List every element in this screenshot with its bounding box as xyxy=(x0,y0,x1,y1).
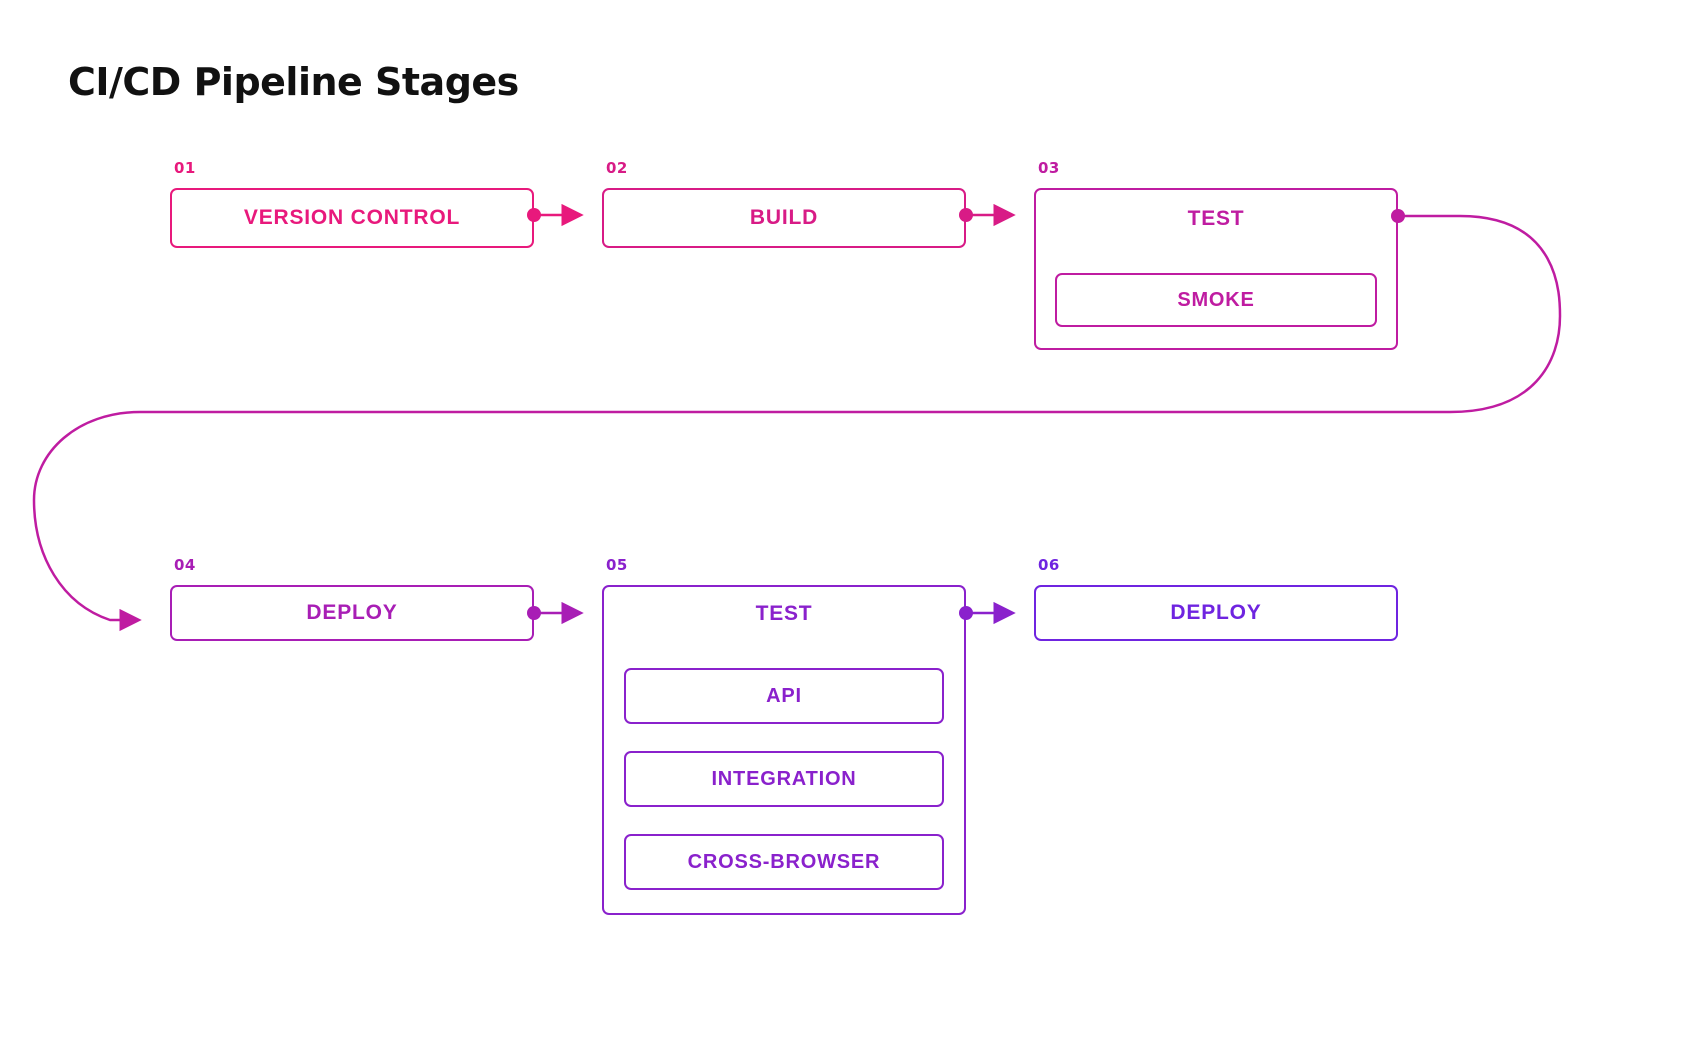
stage-06[interactable]: 06 DEPLOY xyxy=(1034,556,1398,641)
connector-01-to-02 xyxy=(527,203,584,227)
stage-03-label: TEST xyxy=(1187,207,1245,230)
stage-06-box[interactable] xyxy=(1034,585,1398,641)
stage-04-number: 04 xyxy=(174,556,196,574)
connector-05-to-06 xyxy=(959,601,1016,625)
stage-04-label: DEPLOY xyxy=(306,601,398,624)
substage-cross-browser-label: CROSS-BROWSER xyxy=(687,850,881,873)
stage-01-box[interactable] xyxy=(170,188,534,248)
stage-01-number: 01 xyxy=(174,159,196,177)
substage-api[interactable]: API xyxy=(624,668,944,724)
stage-03-number: 03 xyxy=(1038,159,1060,177)
substage-smoke[interactable]: SMOKE xyxy=(1055,273,1377,327)
stage-03[interactable]: 03 TEST SMOKE xyxy=(1034,159,1398,350)
substage-cross-browser[interactable]: CROSS-BROWSER xyxy=(624,834,944,890)
stage-02-label: BUILD xyxy=(749,206,819,229)
stage-03-box[interactable] xyxy=(1034,188,1398,350)
connector-04-to-05 xyxy=(527,601,584,625)
stage-04-box[interactable] xyxy=(170,585,534,641)
stage-04[interactable]: 04 DEPLOY xyxy=(170,556,534,641)
substage-api-label: API xyxy=(766,684,802,707)
stage-05-number: 05 xyxy=(606,556,628,574)
stage-06-number: 06 xyxy=(1038,556,1060,574)
stage-02-number: 02 xyxy=(606,159,628,177)
stage-05-box[interactable] xyxy=(602,585,966,915)
stage-02[interactable]: 02 BUILD xyxy=(602,159,966,248)
connector-02-to-03 xyxy=(959,203,1016,227)
stage-06-label: DEPLOY xyxy=(1170,601,1262,624)
page-title: CI/CD Pipeline Stages xyxy=(68,60,519,104)
stage-01[interactable]: 01 VERSION CONTROL xyxy=(170,159,534,248)
stage-01-label: VERSION CONTROL xyxy=(243,206,461,229)
substage-integration-label: INTEGRATION xyxy=(711,767,857,790)
stage-05-label: TEST xyxy=(755,602,813,625)
substage-smoke-label: SMOKE xyxy=(1177,288,1255,311)
stage-05[interactable]: 05 TEST API INTEGRATION CROSS-BROWSER xyxy=(602,556,966,915)
stage-02-box[interactable] xyxy=(602,188,966,248)
substage-integration[interactable]: INTEGRATION xyxy=(624,751,944,807)
